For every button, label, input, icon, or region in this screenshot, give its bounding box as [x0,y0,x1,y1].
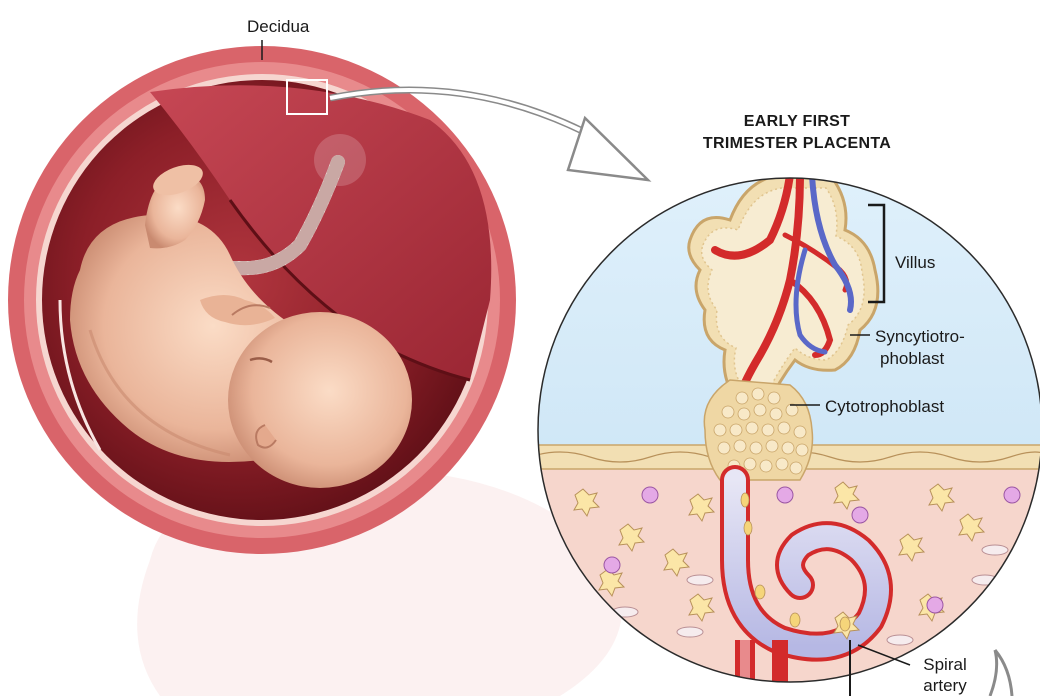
syncytiotrophoblast-label-line1: Syncytiotro- [875,327,965,346]
fetus-head [228,312,412,488]
spiral-artery-label-line2: artery [923,676,967,695]
spiral-artery-label-line1: Spiral [923,655,966,674]
cytotrophoblast-label: Cytotrophoblast [825,397,944,416]
placenta-title-line2: TRIMESTER PLACENTA [703,135,891,152]
partial-arrow [990,650,1012,696]
villus-label: Villus [895,253,935,272]
placenta-title-line1: EARLY FIRST [744,113,850,130]
syncytiotrophoblast-label-line2: phoblast [880,349,945,368]
decidua-label: Decidua [247,17,310,36]
uterus-illustration [8,46,516,554]
